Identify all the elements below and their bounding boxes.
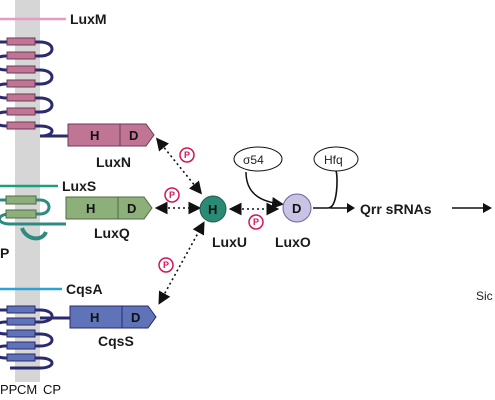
phospho-badge-luxq: P — [164, 187, 180, 203]
cqss-d-domain — [121, 305, 157, 329]
luxn-d-domain — [119, 123, 155, 147]
luxq-d-label: D — [127, 201, 136, 216]
sigma54-label: σ54 — [243, 153, 264, 167]
qrr-out-arrowhead — [483, 203, 492, 213]
svg-text:P: P — [169, 190, 175, 200]
luxn-label: LuxN — [96, 154, 131, 170]
membrane-label-pp: PP — [0, 382, 17, 397]
cqsa-label: CqsA — [66, 281, 103, 297]
luxo-node — [282, 193, 312, 223]
luxq-partner-label: P — [0, 245, 9, 261]
luxn-to-luxu-arrow — [155, 137, 203, 195]
cut-off-text: Sic — [476, 289, 493, 303]
luxu-label: LuxU — [212, 234, 247, 250]
svg-text:P: P — [163, 260, 169, 270]
luxu-h-label: H — [208, 202, 217, 217]
luxm-label: LuxM — [70, 11, 107, 27]
qrr-label: Qrr sRNAs — [360, 201, 432, 217]
phospho-badge-cqss: P — [158, 257, 174, 273]
luxn-transmembrane — [0, 37, 68, 138]
cqss-transmembrane — [0, 305, 70, 370]
luxo-to-qrr-arrowhead — [347, 203, 355, 213]
luxq-transmembrane — [0, 195, 66, 241]
luxq-h-label: H — [86, 201, 95, 216]
membrane-label-cp: CP — [43, 382, 61, 397]
sigma54-arrow — [245, 171, 284, 209]
luxq-d-domain — [117, 196, 153, 220]
svg-text:P: P — [253, 217, 259, 227]
svg-text:P: P — [184, 150, 190, 160]
luxn-h-label: H — [90, 128, 99, 143]
phospho-badge-luxu: P — [248, 214, 264, 230]
luxq-label: LuxQ — [94, 225, 130, 241]
phospho-badge-luxn: P — [179, 147, 195, 163]
luxo-d-label: D — [292, 201, 301, 216]
membrane-label-cm: CM — [17, 382, 37, 397]
luxu-node — [199, 195, 227, 223]
luxs-label: LuxS — [62, 178, 96, 194]
luxo-label: LuxO — [275, 234, 311, 250]
cqss-label: CqsS — [98, 333, 134, 349]
sigma54-oval — [233, 146, 283, 172]
luxn-d-label: D — [129, 128, 138, 143]
cqss-d-label: D — [131, 310, 140, 325]
luxo-to-qrr-arrow — [313, 170, 352, 209]
hfq-label: Hfq — [324, 153, 343, 167]
cqss-h-label: H — [90, 310, 99, 325]
